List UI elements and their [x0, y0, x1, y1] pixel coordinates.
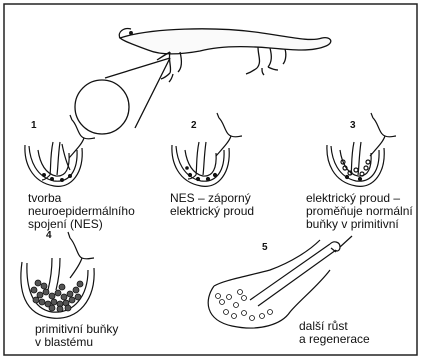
regeneration-cells — [216, 290, 273, 321]
panel-4-drawing — [21, 232, 94, 318]
panel-2-drawing — [172, 113, 242, 186]
caption-line: spojení (NES) — [28, 218, 135, 231]
step-1-number: 1 — [31, 120, 37, 131]
step-2-number: 2 — [191, 120, 197, 131]
step-5-number: 5 — [262, 242, 268, 253]
step-3-caption: elektrický proud – proměňuje normální bu… — [306, 192, 413, 231]
step-4-caption: primitivní buňky v blastému — [35, 323, 118, 349]
step-4-number: 4 — [46, 230, 52, 241]
step-1-caption: tvorba neuroepidermálního spojení (NES) — [28, 192, 135, 231]
caption-line: a regenerace — [299, 333, 370, 346]
step-3-number: 3 — [350, 120, 356, 131]
step-5-caption: další růst a regenerace — [299, 320, 370, 346]
panel-5-drawing — [208, 236, 352, 328]
caption-line: buňky v primitivní — [306, 218, 413, 231]
magnifier — [75, 58, 170, 134]
step-2-caption: NES – záporný elektrický proud — [170, 192, 254, 218]
salamander-drawing — [119, 29, 331, 82]
caption-line: v blastému — [35, 336, 118, 349]
caption-line: elektrický proud — [170, 205, 254, 218]
panel-3-drawing — [327, 113, 396, 186]
